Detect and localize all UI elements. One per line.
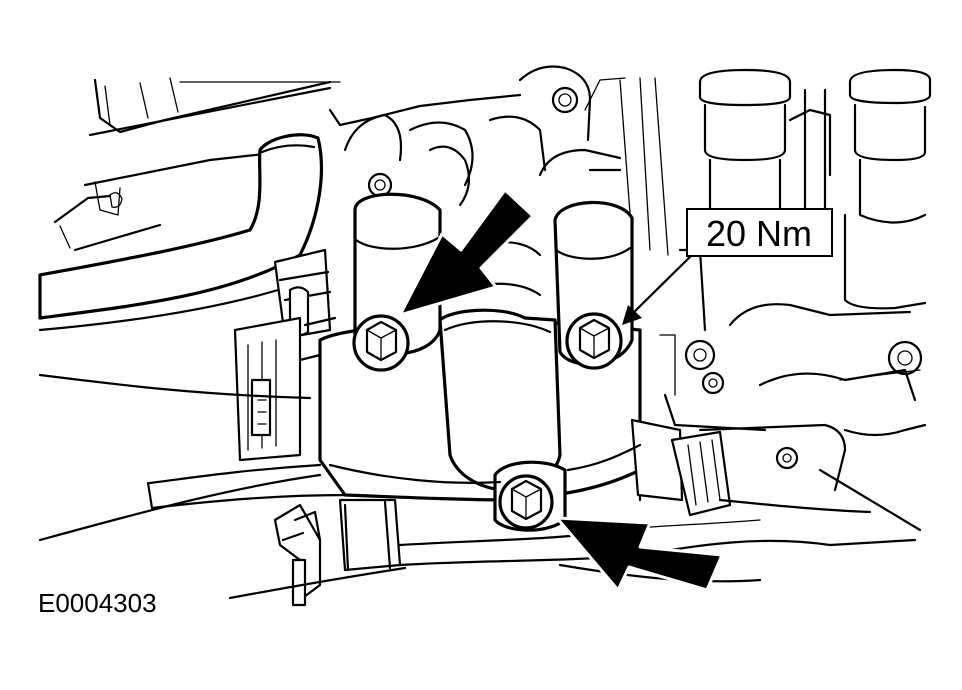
lower-hose-and-clamp xyxy=(228,498,917,607)
hex-bolt-icon xyxy=(365,320,398,362)
upper-coolant-hose xyxy=(38,133,323,332)
torque-callout: 20 Nm xyxy=(622,208,833,325)
pointer-arrow-icon xyxy=(555,516,724,592)
lower-left-hose xyxy=(38,373,352,542)
engine-block-background xyxy=(53,65,669,256)
bolt-upper-left xyxy=(352,314,410,372)
figure-reference-code: E0004303 xyxy=(38,588,157,618)
torque-value-label: 20 Nm xyxy=(706,213,812,254)
bolt-lower xyxy=(498,474,554,530)
hex-bolt-icon xyxy=(510,479,543,521)
bolt-upper-right xyxy=(565,312,623,370)
pointer-arrow-icon xyxy=(398,188,535,317)
hex-bolt-icon xyxy=(578,318,611,360)
left-hose-clamp xyxy=(233,248,337,462)
torque-callout-box xyxy=(686,208,833,257)
